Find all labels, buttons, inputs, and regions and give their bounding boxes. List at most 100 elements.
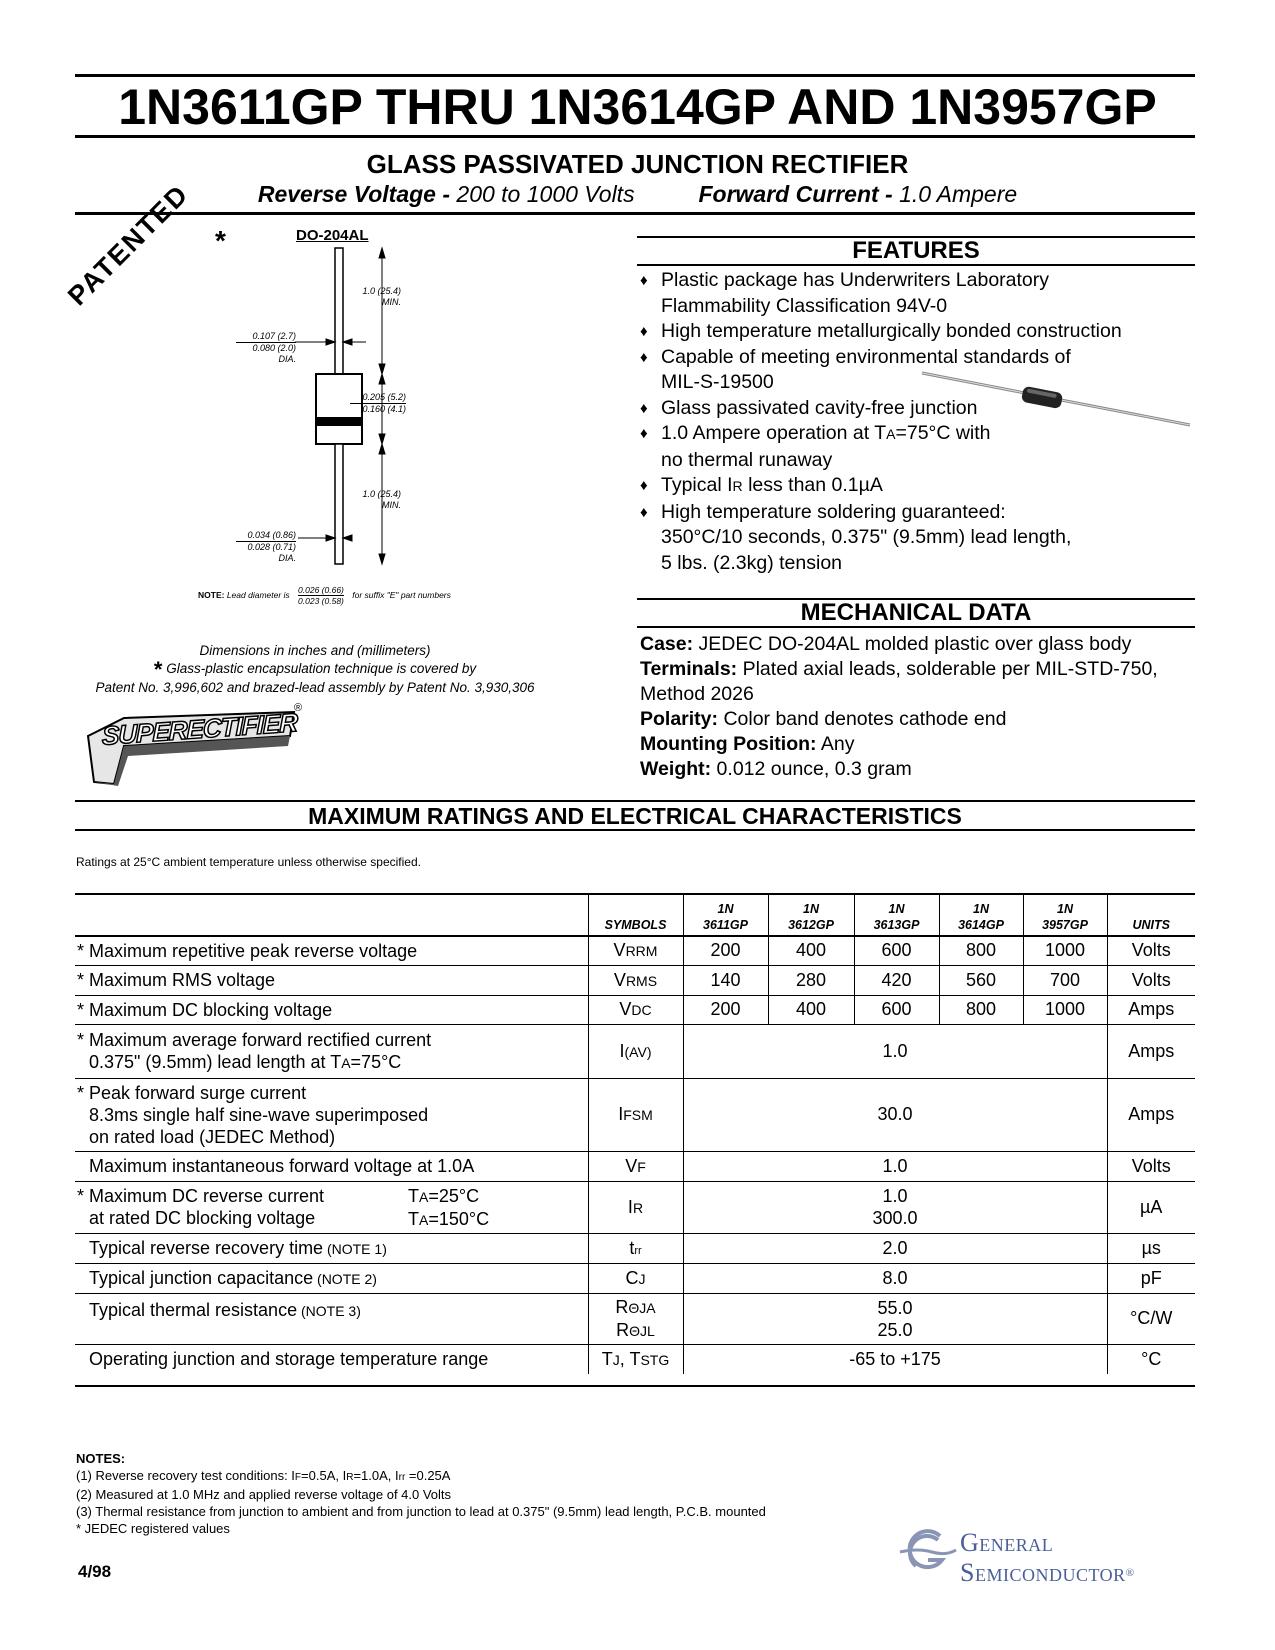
forward-current-value: 1.0 Ampere xyxy=(892,181,1018,207)
cathode-band xyxy=(317,417,361,426)
table-bottom-rule xyxy=(75,1385,1195,1387)
features-top-rule xyxy=(637,236,1195,238)
symbol-cell: IR xyxy=(587,1180,683,1233)
caption-patent-2: Patent No. 3,996,602 and brazed-lead ass… xyxy=(95,680,535,695)
superectifier-shield-icon xyxy=(86,710,296,786)
forward-current-label: Forward Current - xyxy=(698,181,893,207)
mech-terminals: Terminals: Plated axial leads, solderabl… xyxy=(640,658,1158,705)
feature-item: ♦Plastic package has Underwriters Labora… xyxy=(640,269,1050,317)
package-outline-drawing xyxy=(295,246,386,566)
ratings-bottom-rule xyxy=(75,829,1195,831)
dim-lead-bottom: 1.0 (25.4) MIN. xyxy=(362,489,401,510)
header-description xyxy=(75,895,588,936)
symbol-cell: VF xyxy=(587,1150,683,1181)
patented-asterisk: * xyxy=(215,225,226,256)
table-row: Typical thermal resistance (NOTE 3) RΘJA… xyxy=(75,1292,1195,1344)
feature-item: ♦Typical IR less than 0.1µA xyxy=(640,474,883,496)
feature-item: ♦High temperature soldering guaranteed:3… xyxy=(640,500,1072,574)
page-code: 4/98 xyxy=(78,1562,112,1581)
mech-weight: Weight: 0.012 ounce, 0.3 gram xyxy=(640,758,912,780)
feature-item: ♦High temperature metallurgically bonded… xyxy=(640,320,1122,342)
superectifier-logo: SUPERECTIFIER ® xyxy=(84,702,304,786)
note-text-b: for suffix "E" part numbers xyxy=(352,589,451,600)
ratings-heading: MAXIMUM RATINGS AND ELECTRICAL CHARACTER… xyxy=(308,803,962,829)
reverse-voltage-label: Reverse Voltage - xyxy=(257,181,451,207)
spec-summary: Reverse Voltage - 200 to 1000 Volts Forw… xyxy=(0,181,1275,208)
table-row: * Maximum DC blocking voltage VDC 200 40… xyxy=(75,994,1195,1024)
ratings-top-rule xyxy=(75,800,1195,802)
symbol-cell: trr xyxy=(587,1232,683,1263)
company-name-line2: Semiconductor® xyxy=(960,1558,1135,1587)
mechanical-data: Case: JEDEC DO-204AL molded plastic over… xyxy=(640,632,1200,782)
company-name-line1: General xyxy=(960,1528,1054,1557)
table-row: * Maximum average forward rectified curr… xyxy=(75,1023,1195,1078)
table-row: Maximum instantaneous forward voltage at… xyxy=(75,1150,1195,1181)
caption-dimensions: Dimensions in inches and (millimeters) xyxy=(199,643,431,658)
mech-polarity: Polarity: Color band denotes cathode end xyxy=(640,708,1007,730)
company-registered-mark: ® xyxy=(1125,1567,1135,1579)
symbol-cell: TJ, TSTG xyxy=(587,1343,683,1374)
features-bottom-rule xyxy=(637,264,1195,266)
table-row: * Maximum repetitive peak reverse voltag… xyxy=(75,935,1195,965)
drawing-caption: Dimensions in inches and (millimeters) *… xyxy=(75,642,555,697)
document-title: 1N3611GP THRU 1N3614GP AND 1N3957GP xyxy=(118,79,1157,135)
diode-body xyxy=(315,373,363,445)
title-bottom-rule xyxy=(75,135,1195,138)
symbol-cell: IFSM xyxy=(587,1077,683,1151)
package-label: DO-204AL xyxy=(296,227,369,244)
dim-lead-diameter: 0.034 (0.86) 0.028 (0.71) DIA. xyxy=(236,530,296,564)
note-frac-bottom: 0.023 (0.58) xyxy=(298,596,344,606)
table-row: * Maximum RMS voltage VRMS 140 280 420 5… xyxy=(75,964,1195,995)
symbol-cell: VRRM xyxy=(587,935,683,965)
table-row: Typical junction capacitance (NOTE 2) CJ… xyxy=(75,1262,1195,1293)
feature-item: ♦Capable of meeting environmental standa… xyxy=(640,345,1071,394)
dim-body-length: 0.205 (5.2) 0.160 (4.1) xyxy=(350,392,406,415)
symbol-cell: VRMS xyxy=(587,964,683,995)
ratings-note: Ratings at 25°C ambient temperature unle… xyxy=(76,855,421,869)
notes-section: NOTES: (1) Reverse recovery test conditi… xyxy=(76,1450,766,1537)
table-row: Typical reverse recovery time (NOTE 1) t… xyxy=(75,1232,1195,1263)
features-heading: FEATURES xyxy=(852,237,980,264)
header-symbols: SYMBOLS xyxy=(587,895,683,936)
note-3: (3) Thermal resistance from junction to … xyxy=(76,1504,766,1519)
title-top-rule xyxy=(75,74,1195,77)
table-row: Operating junction and storage temperatu… xyxy=(75,1343,1195,1374)
mechanical-heading: MECHANICAL DATA xyxy=(800,599,1032,626)
lead-bottom xyxy=(334,443,344,565)
general-semiconductor-logo-icon xyxy=(899,1529,957,1570)
mech-case: Case: JEDEC DO-204AL molded plastic over… xyxy=(640,633,1132,655)
symbol-cell: VDC xyxy=(587,994,683,1024)
note-text-a: Lead diameter is xyxy=(226,589,290,600)
table-top-rule xyxy=(75,893,1195,895)
mechanical-top-rule xyxy=(637,598,1195,600)
feature-item: ♦Glass passivated cavity-free junction xyxy=(640,396,978,419)
dim-body-diameter: 0.107 (2.7) 0.080 (2.0) DIA. xyxy=(236,331,296,365)
notes-heading: NOTES: xyxy=(76,1451,126,1466)
lead-top xyxy=(334,247,344,375)
note-label: NOTE: xyxy=(198,589,225,600)
company-name: General Semiconductor® xyxy=(960,1528,1135,1588)
features-list: ♦Plastic package has Underwriters Labora… xyxy=(640,268,1200,576)
mech-mounting: Mounting Position: Any xyxy=(640,733,855,755)
document-subtitle: GLASS PASSIVATED JUNCTION RECTIFIER xyxy=(366,149,909,179)
dim-lead-top: 1.0 (25.4) MIN. xyxy=(362,286,401,307)
mechanical-bottom-rule xyxy=(637,626,1195,628)
caption-patent-1: * Glass-plastic encapsulation technique … xyxy=(153,657,477,682)
note-2: (2) Measured at 1.0 MHz and applied reve… xyxy=(76,1487,452,1502)
superectifier-registered-mark: ® xyxy=(294,702,303,714)
spec-bottom-rule xyxy=(75,212,1195,215)
symbol-cell: I(AV) xyxy=(587,1023,683,1078)
note-frac-top: 0.026 (0.66) xyxy=(298,585,344,596)
diode-photo-icon xyxy=(921,371,1191,427)
caption-asterisk: * xyxy=(153,657,163,682)
